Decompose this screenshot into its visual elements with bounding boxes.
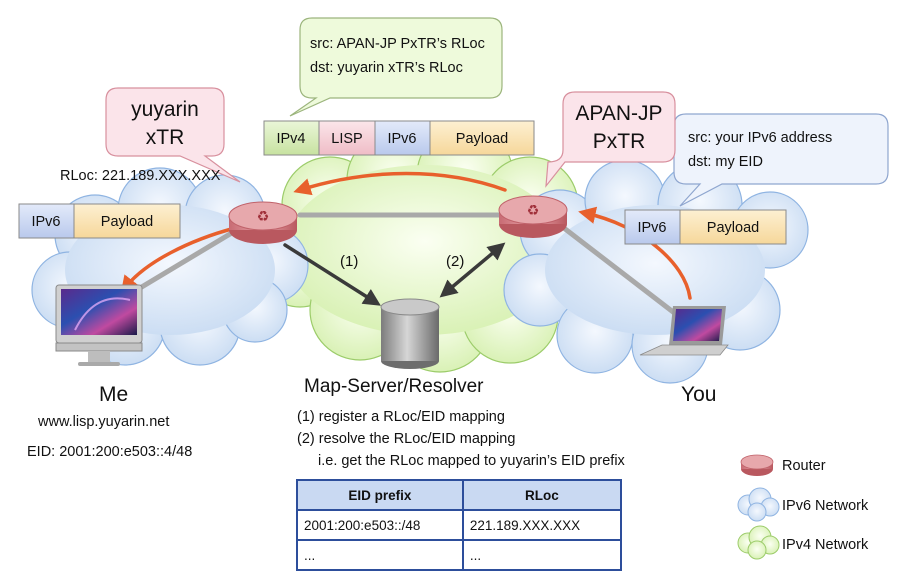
svg-text:src: your IPv6 address: src: your IPv6 address	[688, 130, 832, 146]
legend: Router IPv6 Network IPv4 Network	[737, 454, 869, 560]
packet-path-arrows	[120, 171, 692, 300]
svg-text:LISP: LISP	[331, 131, 362, 147]
note-register: (1) register a RLoc/EID mapping	[297, 409, 505, 425]
table-row: 2001:200:e503::/48 221.189.XXX.XXX	[296, 509, 623, 541]
svg-text:src: APAN-JP PxTR’s RLoc: src: APAN-JP PxTR’s RLoc	[310, 36, 485, 52]
svg-text:Payload: Payload	[456, 131, 508, 147]
desktop-computer-icon	[55, 284, 143, 366]
svg-text:yuyarin: yuyarin	[131, 98, 199, 121]
eid-rloc-mapping-table: EID prefix RLoc 2001:200:e503::/48 221.1…	[296, 479, 623, 571]
pxtr-router-icon: ♻	[498, 195, 568, 238]
svg-text:Payload: Payload	[707, 220, 759, 236]
svg-text:PxTR: PxTR	[593, 130, 646, 153]
left-ipv6-packet: IPv6 Payload	[18, 203, 181, 239]
pxtr-packet-bubble: src: APAN-JP PxTR’s RLoc dst: yuyarin xT…	[289, 17, 503, 117]
step-one-label: (1)	[340, 253, 358, 270]
step-two-label: (2)	[446, 253, 464, 270]
note-detail: i.e. get the RLoc mapped to yuyarin’s EI…	[318, 453, 626, 469]
table-row: ... ...	[296, 539, 623, 571]
svg-text:Router: Router	[782, 458, 826, 474]
svg-text:xTR: xTR	[146, 126, 185, 149]
svg-text:IPv6: IPv6	[387, 131, 416, 147]
you-label: You	[681, 383, 716, 406]
legend-ipv4-cloud-icon	[737, 525, 780, 560]
table-header-rloc: RLoc	[461, 479, 623, 511]
table-cell: ...	[296, 539, 464, 571]
svg-text:♻: ♻	[257, 209, 270, 225]
svg-text:APAN-JP: APAN-JP	[575, 102, 662, 125]
xtr-rloc-label: RLoc: 221.189.XXX.XXX	[60, 168, 221, 184]
lisp-encapsulated-packet: IPv4 LISP IPv6 Payload	[263, 120, 535, 156]
svg-text:dst: my EID: dst: my EID	[688, 154, 763, 170]
svg-text:IPv4 Network: IPv4 Network	[782, 537, 869, 553]
table-cell: 221.189.XXX.XXX	[461, 509, 623, 541]
table-header-eid-prefix: EID prefix	[296, 479, 464, 511]
map-server-icon	[380, 298, 440, 369]
you-packet-bubble: src: your IPv6 address dst: my EID	[673, 113, 889, 207]
laptop-computer-icon	[639, 306, 729, 356]
legend-ipv6-cloud-icon	[737, 487, 780, 522]
me-eid: EID: 2001:200:e503::4/48	[27, 444, 192, 460]
me-url: www.lisp.yuyarin.net	[37, 414, 169, 430]
pxtr-name-bubble: APAN-JP PxTR	[545, 91, 676, 188]
table-header-row: EID prefix RLoc	[296, 479, 623, 511]
me-label: Me	[99, 383, 128, 406]
note-resolve: (2) resolve the RLoc/EID mapping	[297, 431, 515, 447]
svg-text:IPv4: IPv4	[276, 131, 305, 147]
svg-text:IPv6: IPv6	[31, 214, 60, 230]
table-cell: 2001:200:e503::/48	[296, 509, 464, 541]
mapping-arrows	[283, 242, 506, 306]
resolver-label: Map-Server/Resolver	[304, 376, 484, 397]
svg-text:IPv6 Network: IPv6 Network	[782, 498, 869, 514]
svg-text:dst: yuyarin xTR’s RLoc: dst: yuyarin xTR’s RLoc	[310, 60, 463, 76]
right-ipv6-packet: IPv6 Payload	[624, 209, 787, 245]
xtr-router-icon: ♻	[228, 201, 298, 244]
svg-text:Payload: Payload	[101, 214, 153, 230]
xtr-name-bubble: yuyarin xTR	[105, 87, 241, 183]
legend-router-icon	[740, 454, 774, 476]
svg-text:♻: ♻	[527, 203, 540, 219]
table-cell: ...	[461, 539, 623, 571]
svg-text:IPv6: IPv6	[637, 220, 666, 236]
